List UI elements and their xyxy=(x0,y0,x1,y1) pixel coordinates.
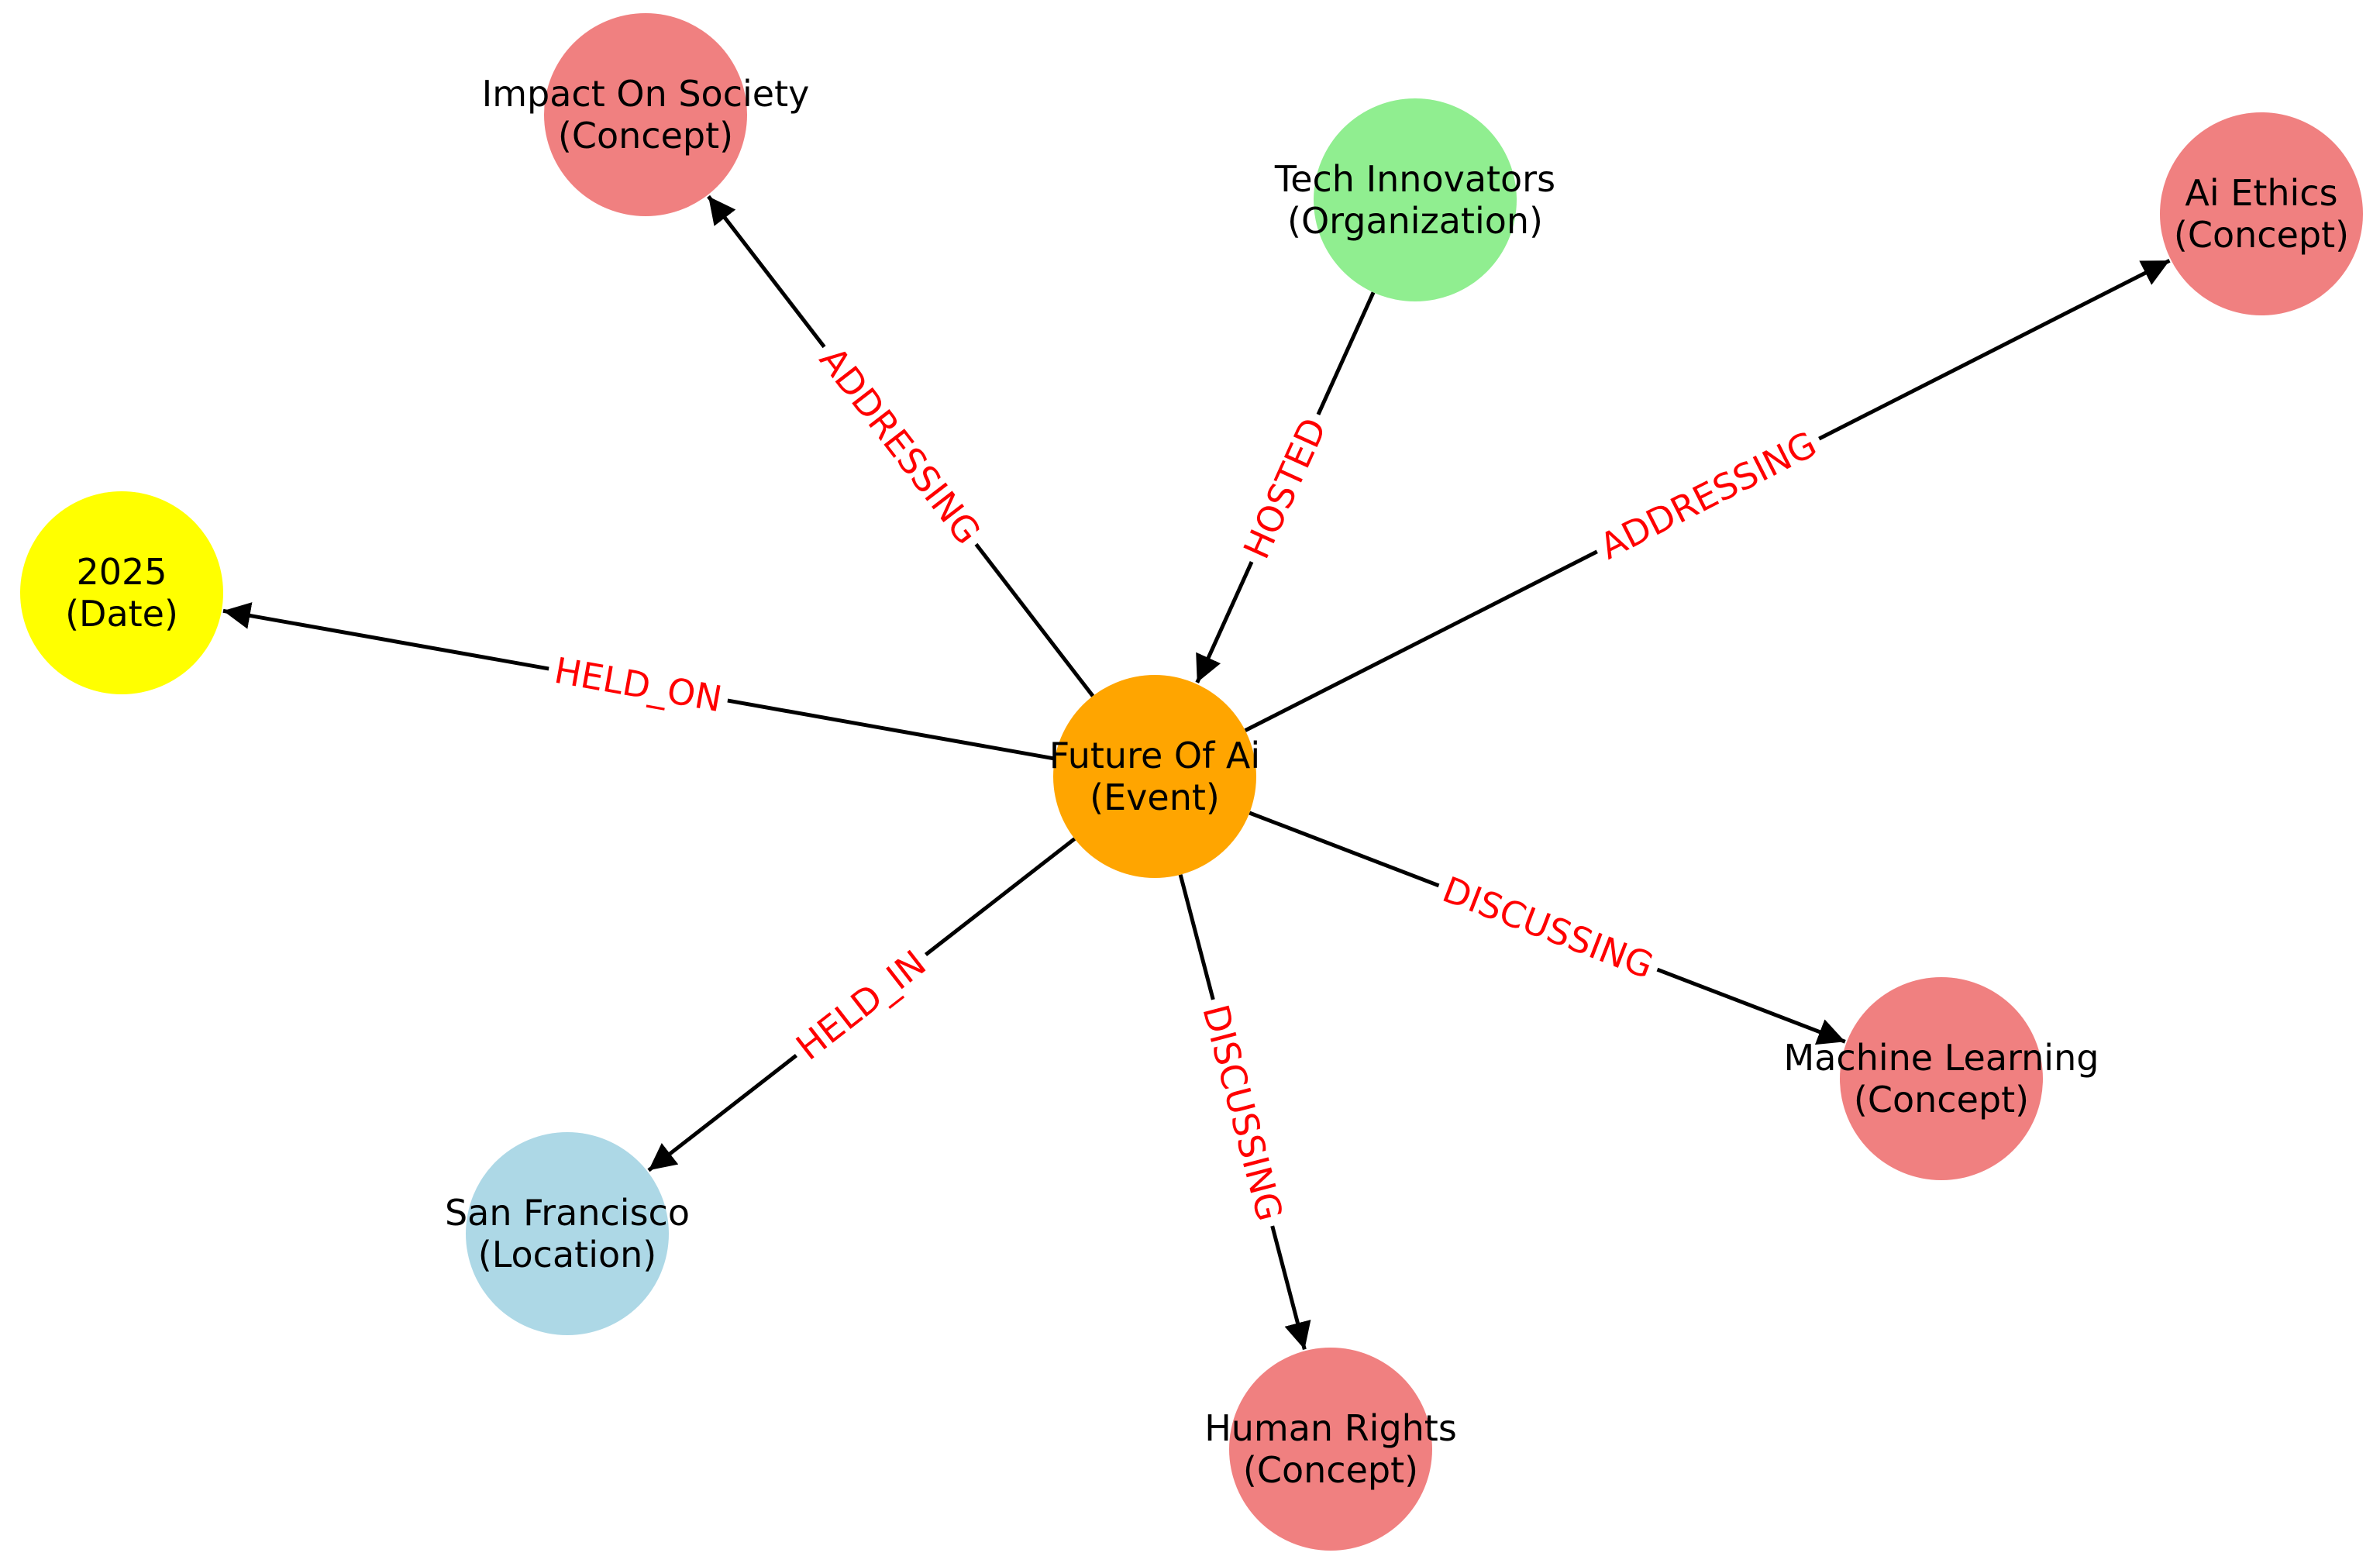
edge-label-text: DISCUSSING xyxy=(1437,869,1658,987)
edge-label-background xyxy=(1191,993,1294,1232)
node-human-rights[interactable]: Human Rights(Concept) xyxy=(1204,1348,1457,1551)
edge-label-text: HELD_IN xyxy=(788,942,934,1069)
edge-label-background xyxy=(806,332,994,559)
node-circle[interactable] xyxy=(2160,112,2363,315)
edge-label-background xyxy=(1231,405,1339,571)
node-type-label: (Organization) xyxy=(1287,200,1543,242)
node-tech-innovators[interactable]: Tech Innovators(Organization) xyxy=(1274,98,1555,301)
node-future-of-ai[interactable]: Future Of Ai(Event) xyxy=(1049,675,1260,878)
node-name-label: Impact On Society xyxy=(482,73,810,115)
node-machine-learning[interactable]: Machine Learning(Concept) xyxy=(1784,977,2099,1180)
node-name-label: 2025 xyxy=(76,551,167,593)
edge-label-text: ADDRESSING xyxy=(1593,423,1824,568)
node-circle[interactable] xyxy=(466,1132,669,1335)
edge-label-text: DISCUSSING xyxy=(1194,1000,1291,1225)
edge-label-background xyxy=(545,646,732,723)
node-circle[interactable] xyxy=(544,13,747,216)
node-layer: Future Of Ai(Event)Impact On Society(Con… xyxy=(20,13,2363,1551)
node-san-francisco[interactable]: San Francisco(Location) xyxy=(445,1132,690,1335)
edge-label-ml: DISCUSSING xyxy=(1431,864,1665,991)
node-name-label: Ai Ethics xyxy=(2185,172,2337,214)
node-name-label: Machine Learning xyxy=(1784,1037,2099,1079)
node-name-label: San Francisco xyxy=(445,1192,690,1234)
node-name-label: Human Rights xyxy=(1204,1407,1457,1449)
node-name-label: Tech Innovators xyxy=(1274,158,1555,200)
node-circle[interactable] xyxy=(1314,98,1517,301)
node-type-label: (Location) xyxy=(478,1234,656,1276)
node-type-label: (Concept) xyxy=(1243,1449,1418,1491)
edge-label-hosted: HOSTED xyxy=(1231,405,1339,571)
edge-label-held-in: HELD_IN xyxy=(782,937,940,1073)
node-type-label: (Event) xyxy=(1090,776,1220,818)
node-date-2025[interactable]: 2025(Date) xyxy=(20,491,223,694)
edge-label-rights: DISCUSSING xyxy=(1191,993,1294,1232)
node-circle[interactable] xyxy=(1229,1348,1432,1551)
node-type-label: (Date) xyxy=(65,593,178,635)
edge-label-background xyxy=(1586,418,1830,572)
edge-label-held-on: HELD_ON xyxy=(545,646,732,723)
node-name-label: Future Of Ai xyxy=(1049,735,1260,776)
edge-label-impact: ADDRESSING xyxy=(806,332,994,559)
edge-label-text: ADDRESSING xyxy=(811,339,989,553)
edge-label-background xyxy=(782,937,940,1073)
edge-label-ethics: ADDRESSING xyxy=(1586,418,1830,572)
node-circle[interactable] xyxy=(1840,977,2043,1180)
node-type-label: (Concept) xyxy=(558,115,733,157)
edge-label-text: HELD_ON xyxy=(551,649,725,720)
node-ai-ethics[interactable]: Ai Ethics(Concept) xyxy=(2160,112,2363,315)
node-type-label: (Concept) xyxy=(2174,214,2349,256)
edge-label-background xyxy=(1431,864,1665,991)
node-circle[interactable] xyxy=(1053,675,1256,878)
node-circle[interactable] xyxy=(20,491,223,694)
node-type-label: (Concept) xyxy=(1854,1079,2029,1121)
node-impact-on-society[interactable]: Impact On Society(Concept) xyxy=(482,13,810,216)
